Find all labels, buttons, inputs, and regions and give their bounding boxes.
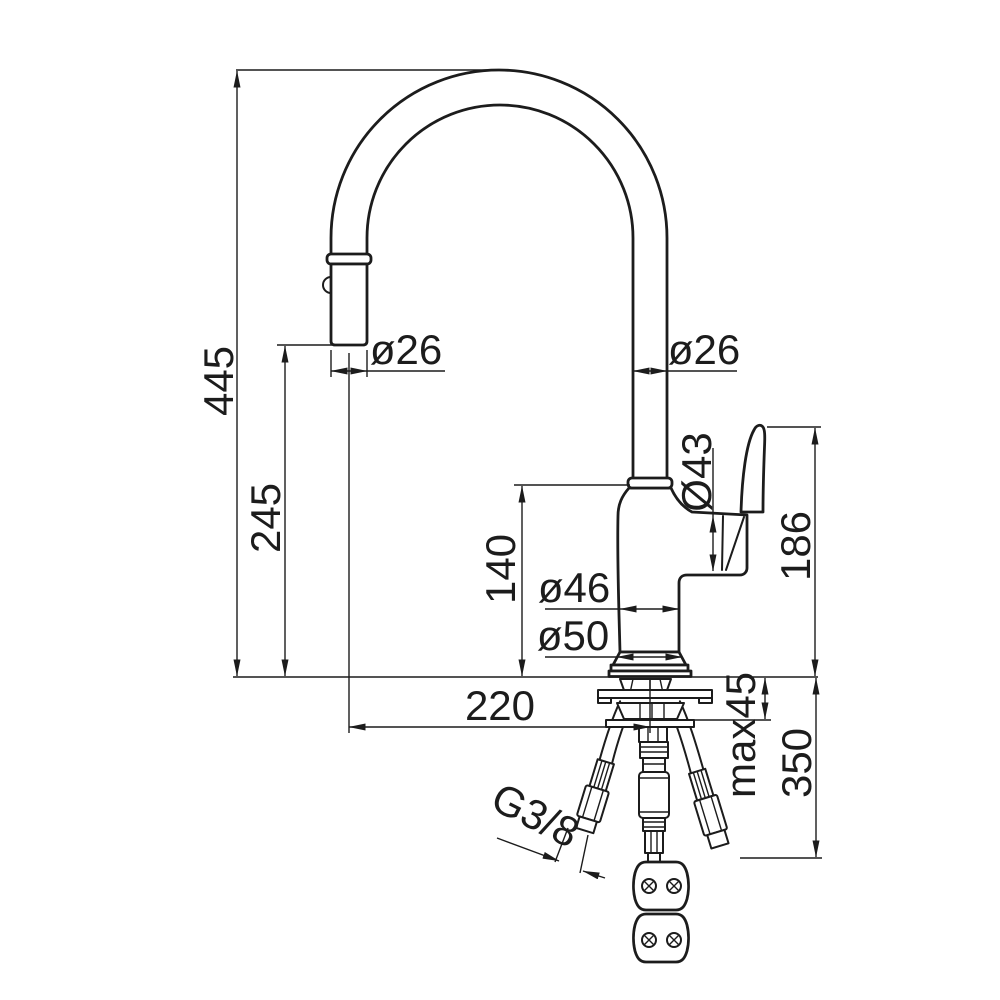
- dim-spout-outlet-height-label: 245: [242, 483, 289, 553]
- dim-body-inlet-height-label: 140: [477, 534, 524, 604]
- dim-hose-thread-label: G3/8: [484, 773, 586, 856]
- screw-icon: [641, 878, 682, 948]
- dimension-annotations: 445 245 ø26 ø26 Ø43 140 ø46 ø50 186: [195, 69, 822, 880]
- dim-handle-top-height-label: 186: [772, 511, 819, 581]
- dim-max-mounting-thickness-label: max45: [717, 672, 764, 798]
- dim-overall-height-label: 445: [195, 346, 242, 416]
- dim-spout-tube-diameter-label: ø26: [668, 326, 740, 373]
- dim-spout-reach-label: 220: [465, 682, 535, 729]
- supply-hose-right: [666, 700, 730, 850]
- dim-spray-head-diameter-label: ø26: [370, 326, 442, 373]
- dim-supply-hose-drop-label: 350: [773, 728, 820, 798]
- dim-body-diameter-label: ø46: [538, 564, 610, 611]
- spout-gooseneck: [329, 68, 674, 490]
- counterweight: [632, 860, 690, 964]
- dim-cartridge-diameter-label: Ø43: [673, 432, 720, 511]
- base-flare: [611, 650, 688, 667]
- handle-joint-wedge: [721, 515, 745, 571]
- handle-lever: [739, 423, 767, 514]
- spray-button: [322, 276, 332, 294]
- pulldown-hose-stack: [638, 726, 670, 863]
- spout-collar: [626, 476, 674, 490]
- supply-hose-left: [575, 700, 634, 835]
- faucet-body: [607, 486, 749, 678]
- spray-head: [322, 252, 373, 347]
- spray-head-ring: [325, 252, 373, 266]
- dim-base-diameter-label: ø50: [537, 612, 609, 659]
- base-plate: [607, 669, 693, 678]
